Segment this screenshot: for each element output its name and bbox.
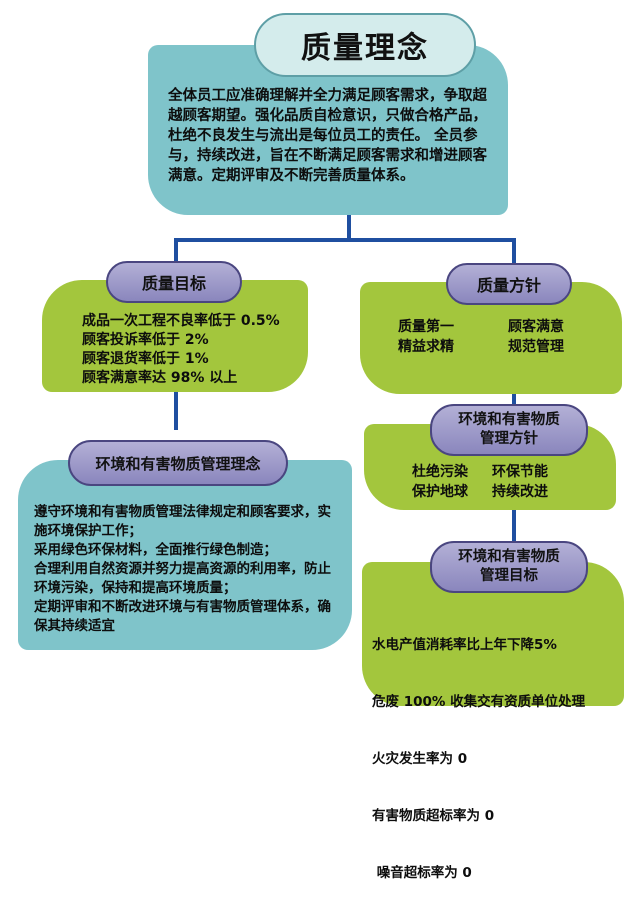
env-philosophy-box xyxy=(18,460,352,650)
quality-goal-item: 顾客投诉率低于 2% xyxy=(82,332,209,348)
quality-policy-grid: 质量第一 顾客满意 精益求精 规范管理 xyxy=(398,317,564,357)
quality-policy-item: 质量第一 xyxy=(398,319,454,335)
intro-text: 全体员工应准确理解并全力满足顾客需求，争取超越顾客期望。强化品质自检意识，只做合… xyxy=(168,88,487,184)
quality-goal-item: 成品一次工程不良率低于 0.5% xyxy=(82,313,280,329)
env-philosophy-list: 遵守环境和有害物质管理法律规定和顾客要求，实施环境保护工作； 采用绿色环保材料，… xyxy=(34,503,342,636)
quality-goals-pill: 质量目标 xyxy=(106,261,242,303)
quality-policy-item: 规范管理 xyxy=(508,339,564,355)
env-policy-item: 杜绝污染 xyxy=(412,464,468,480)
env-philosophy-item: 合理利用自然资源并努力提高资源的利用率，防止环境污染，保持和提高环境质量； xyxy=(34,561,331,596)
connector-horizontal xyxy=(174,238,516,242)
page-title: 质量理念 xyxy=(301,31,429,66)
env-philosophy-item: 采用绿色环保材料，全面推行绿色制造； xyxy=(34,542,277,558)
env-policy-item: 持续改进 xyxy=(492,484,548,500)
env-policy-grid: 杜绝污染 环保节能 保护地球 持续改进 xyxy=(412,462,548,502)
env-goal-item: 有害物质超标率为 0 xyxy=(372,808,495,824)
connector-right-down-1 xyxy=(512,392,516,406)
env-philosophy-pill: 环境和有害物质管理理念 xyxy=(68,440,288,486)
quality-policy-item: 精益求精 xyxy=(398,339,454,355)
connector-left-drop xyxy=(174,238,178,266)
env-philosophy-item: 定期评审和不断改进环境与有害物质管理体系，确保其持续适宜 xyxy=(34,599,331,634)
env-goal-item: 火灾发生率为 0 xyxy=(372,751,468,767)
env-philosophy-item: 遵守环境和有害物质管理法律规定和顾客要求，实施环境保护工作； xyxy=(34,504,331,539)
quality-policy-item: 顾客满意 xyxy=(508,319,564,335)
connector-right-drop xyxy=(512,238,516,268)
connector-trunk xyxy=(347,213,351,241)
env-goals-list: 水电产值消耗率比上年下降5% 危废 100% 收集交有资质单位处理 火灾发生率为… xyxy=(372,598,622,902)
env-goals-pill: 环境和有害物质 管理目标 xyxy=(430,541,588,593)
title-pill: 质量理念 xyxy=(254,13,476,77)
quality-goal-item: 顾客退货率低于 1% xyxy=(82,351,209,367)
connector-right-down-2 xyxy=(512,508,516,544)
env-policy-item: 环保节能 xyxy=(492,464,548,480)
connector-left-down xyxy=(174,390,178,430)
quality-policy-pill: 质量方针 xyxy=(446,263,572,305)
quality-goal-item: 顾客满意率达 98% 以上 xyxy=(82,370,238,386)
env-goal-item: 噪音超标率为 0 xyxy=(372,865,472,881)
env-policy-pill: 环境和有害物质 管理方针 xyxy=(430,404,588,456)
env-goal-item: 危废 100% 收集交有资质单位处理 xyxy=(372,694,586,710)
quality-goals-list: 成品一次工程不良率低于 0.5% 顾客投诉率低于 2% 顾客退货率低于 1% 顾… xyxy=(82,312,280,388)
env-policy-item: 保护地球 xyxy=(412,484,468,500)
env-goal-item: 水电产值消耗率比上年下降5% xyxy=(372,637,557,653)
